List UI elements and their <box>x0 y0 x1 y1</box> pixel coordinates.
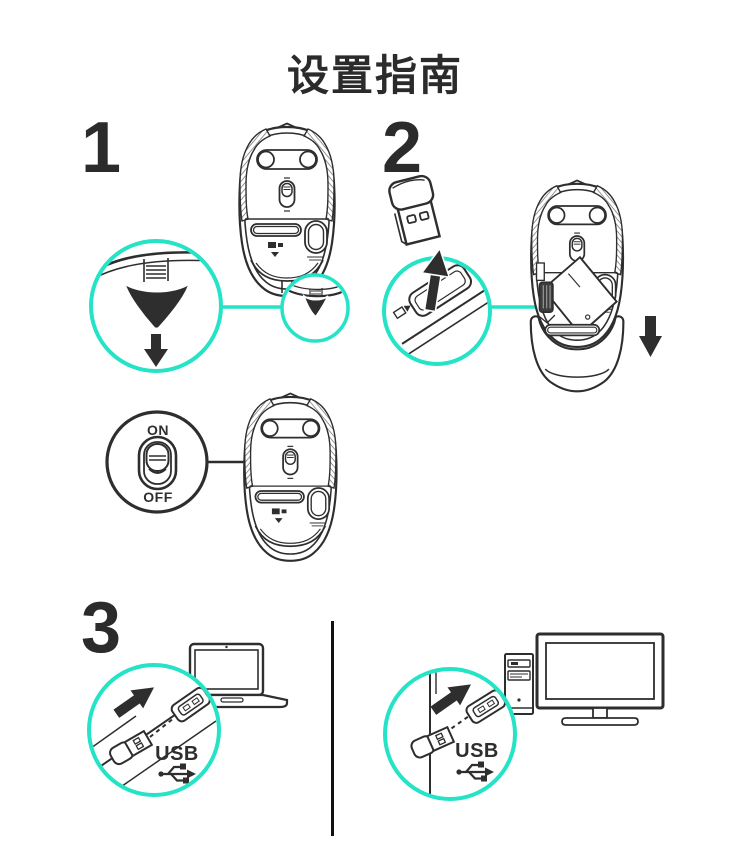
receiver-slot-detail-circle <box>382 246 492 366</box>
step2-number: 2 <box>382 108 422 188</box>
section-divider <box>331 621 334 836</box>
release-tab-arrow-small-icon <box>302 293 329 317</box>
receiver-in-slot-icon <box>537 281 556 324</box>
arrow-up-icon <box>420 246 451 313</box>
arrow-down-icon-2 <box>639 316 662 357</box>
step3-number: 3 <box>81 588 121 668</box>
laptop-usb-detail-circle: USB <box>87 663 221 797</box>
power-switch-icon <box>137 435 178 491</box>
release-tab-location-circle <box>280 273 350 343</box>
desktop-tower-icon <box>504 653 534 715</box>
battery-door-release-detail-circle <box>89 239 223 373</box>
step2-mouse-open-view <box>529 180 625 393</box>
switch-on-label: ON <box>147 422 169 438</box>
desktop-usb-detail-circle: USB <box>383 667 517 801</box>
step1-mouse-bottom-view <box>239 124 334 297</box>
power-switch-detail-circle: ON OFF <box>105 410 209 514</box>
battery-door-piece <box>529 315 625 393</box>
usb-label-right: USB <box>455 740 499 762</box>
monitor-icon <box>535 632 665 726</box>
usb-receiver-icon <box>388 174 442 246</box>
arrow-down-icon <box>144 334 168 367</box>
step1-number: 1 <box>81 108 121 188</box>
usb-label-left: USB <box>155 743 199 765</box>
switch-off-label: OFF <box>143 489 173 505</box>
switch-mouse-bottom-view <box>244 393 336 560</box>
page-title: 设置指南 <box>287 52 463 99</box>
release-tab-arrow-icon <box>121 280 193 331</box>
